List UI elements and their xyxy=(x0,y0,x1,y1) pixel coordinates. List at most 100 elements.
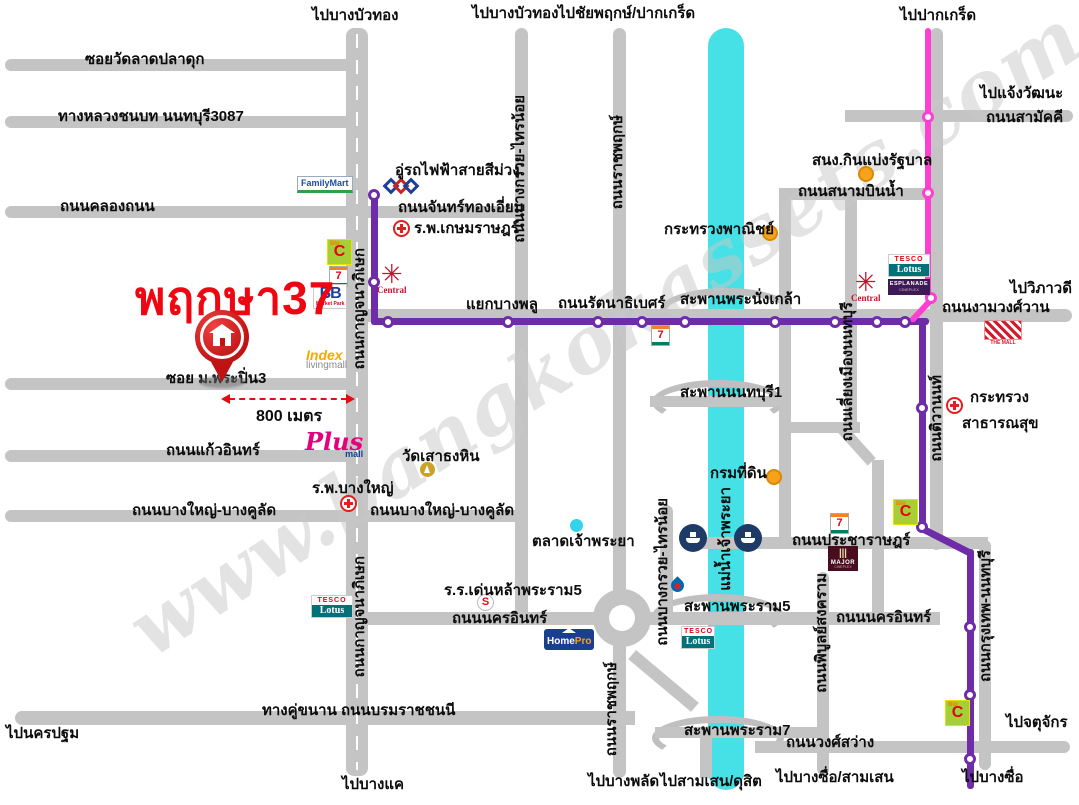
familymart-logo: FamilyMart xyxy=(297,176,353,193)
road-nonthaburi1-bridge-road xyxy=(650,396,790,407)
label-chan-thong-iam: ถนนจันทร์ทองเอี่ยม xyxy=(398,199,524,216)
label-to-bang-sue-samsen: ไปบางซื่อ/สามเสน xyxy=(776,769,894,786)
label-ngam-wong-wan-road: ถนนงามวงศ์วาน xyxy=(942,299,1050,316)
label-chao-phraya-river-label: แม่น้ำเจ้าพระยา xyxy=(717,487,734,591)
purple-line-station xyxy=(636,316,648,328)
label-soi-wat-lat-pla-duk: ซอยวัดลาดปลาดุก xyxy=(85,51,205,68)
purple-line-segment xyxy=(919,322,926,528)
label-to-vibhavadi: ไปวิภาวดี xyxy=(1010,280,1072,297)
road-wong-sawang xyxy=(755,741,1070,753)
distance-label: 800 เมตร xyxy=(256,408,323,425)
road-bang-yai-bang-khu-lat xyxy=(5,510,521,522)
lottery-office-dot xyxy=(858,166,874,182)
label-to-bang-phlat: ไปบางพลัด xyxy=(588,773,660,790)
central-logo-1: ✳Central xyxy=(377,259,407,296)
label-kanchanaphisek-road-2: ถนนกาญจนาภิเษก xyxy=(351,556,368,678)
nakhon-in-roundabout-center xyxy=(609,605,635,631)
road-rama7-bridge-road xyxy=(655,727,825,738)
label-to-nakhon-pathom: ไปนครปฐม xyxy=(6,725,80,742)
purple-line-segment xyxy=(371,192,378,325)
label-bang-yai-bang-khu-lat-1: ถนนบางใหญ่-บางคูลัด xyxy=(132,502,277,519)
purple-line-station xyxy=(382,316,394,328)
label-highway-3087: ทางหลวงชนบท นนทบุรี3087 xyxy=(58,108,244,125)
label-to-samsen-dusit: ไปสามเสน/ดุสิต xyxy=(660,773,762,790)
label-ministry-of-commerce: กระทรวงพาณิชย์ xyxy=(664,221,775,238)
denla-school-logo: S xyxy=(477,594,494,611)
label-bang-kruai-sai-noi-road-2: ถนนบางกรวย-ไทรน้อย xyxy=(654,498,671,646)
label-lottery-office: สนง.กินแบ่งรัฐบาล xyxy=(812,152,933,169)
label-kasemrad-hospital: ร.พ.เกษมราษฎร์ xyxy=(414,220,519,237)
rama7-arc xyxy=(652,716,784,760)
label-borommaratchachonnani-road: ทางคู่ขนาน ถนนบรมราชชนนี xyxy=(262,702,456,719)
road-krungthep-nonthaburi xyxy=(979,540,991,770)
purple-line-station xyxy=(899,316,911,328)
label-kanchanaphisek-road-1: ถนนกาญจนาภิเษก xyxy=(351,248,368,370)
label-khlong-thanon: ถนนคลองถนน xyxy=(60,198,155,215)
road-nonthaburi-bypass xyxy=(845,195,857,427)
label-to-pak-kret: ไปปากเกร็ด xyxy=(900,7,977,24)
label-ministry-public-health-1: กระทรวง xyxy=(970,389,1029,406)
road-sanambin-nam xyxy=(779,188,937,200)
road-soi-phra-pin-3 xyxy=(5,378,368,390)
label-krungthep-nonthaburi-road: ถนนกรุงเทพ-นนทบุรี xyxy=(977,550,994,682)
seven-eleven-logo-3: 7 xyxy=(830,513,849,534)
label-rattanathibet-road: ถนนรัตนาธิเบศร์ xyxy=(558,295,666,312)
label-chao-phraya-market: ตลาดเจ้าพระยา xyxy=(532,533,635,550)
road-khlong-thanon-chan-thong-iam xyxy=(5,206,521,218)
mrt-depot-logo xyxy=(382,176,421,198)
pink-line-station xyxy=(925,292,937,304)
label-land-department: กรมที่ดิน xyxy=(710,465,767,482)
label-rama5-bridge: สะพานพระราม5 xyxy=(684,598,791,615)
label-rama7-bridge: สะพานพระราม7 xyxy=(684,722,791,739)
road-soi-wat-lat-pla-duk xyxy=(5,59,368,71)
label-bang-kruai-sai-noi-road-1: ถนนบางกรวย-ไทรน้อย xyxy=(511,95,528,243)
road-roundabout-rama7-link xyxy=(628,650,699,712)
house-pin-icon xyxy=(195,310,249,364)
label-to-bang-sue: ไปบางซื่อ xyxy=(962,769,1024,786)
road-bypass-east-connector xyxy=(785,422,860,433)
kasemrad-hospital-cross xyxy=(393,220,410,237)
land-department-dot xyxy=(766,469,782,485)
purple-line-station xyxy=(769,316,781,328)
label-to-chatuchak: ไปจตุจักร xyxy=(1006,714,1068,731)
purple-line-station xyxy=(368,189,380,201)
road-kaeo-in xyxy=(5,450,368,462)
road-borommaratchachonnani xyxy=(15,711,635,725)
purple-line-segment xyxy=(967,549,974,789)
label-nakhon-in-road-2: ถนนนครอินทร์ xyxy=(836,609,932,626)
road-bang-kruai-sai-noi-south xyxy=(660,505,673,620)
purple-line-station xyxy=(964,621,976,633)
label-pracharat-road: ถนนประชาราษฎร์ xyxy=(792,532,911,549)
pink-line-station xyxy=(922,187,934,199)
label-to-chaiyaphruek-pak-kret: ไปชัยพฤกษ์/ปากเกร็ด xyxy=(558,5,696,22)
label-ratchaphruek-road-1: ถนนราชพฤกษ์ xyxy=(609,115,626,210)
label-sanambin-nam-road: ถนนสนามบินน้ำ xyxy=(798,183,904,200)
bang-yai-hospital-cross xyxy=(340,495,357,512)
pink-line-segment xyxy=(925,28,931,301)
purple-line-segment xyxy=(371,318,929,325)
label-tiwanon-road: ถนนติวานนท์ xyxy=(928,375,945,462)
distance-arrow xyxy=(221,394,355,404)
purple-line-station xyxy=(964,753,976,765)
purple-line-station xyxy=(679,316,691,328)
road-samsen-dusit-leg xyxy=(700,730,712,778)
label-ratchaphruek-road-2: ถนนราชพฤกษ์ xyxy=(603,662,620,757)
ferry-pier-icon-2 xyxy=(734,524,762,552)
label-bang-yai-hospital: ร.พ.บางใหญ่ xyxy=(312,480,394,497)
label-to-bang-bua-thong-1: ไปบางบัวทอง xyxy=(312,7,399,24)
label-wat-sao-thong-hin: วัดเสาธงหิน xyxy=(402,448,480,465)
purple-line-station xyxy=(502,316,514,328)
label-wong-sawang-road: ถนนวงศ์สว่าง xyxy=(786,734,875,751)
label-denla-school: ร.ร.เด่นหล้าพระราม5 xyxy=(444,582,582,599)
chao-phraya-market-dot xyxy=(570,519,583,532)
label-nonthaburi1-bridge: สะพานนนทบุรี1 xyxy=(680,384,783,401)
label-kaeo-in-road: ถนนแก้วอินทร์ xyxy=(166,442,260,459)
